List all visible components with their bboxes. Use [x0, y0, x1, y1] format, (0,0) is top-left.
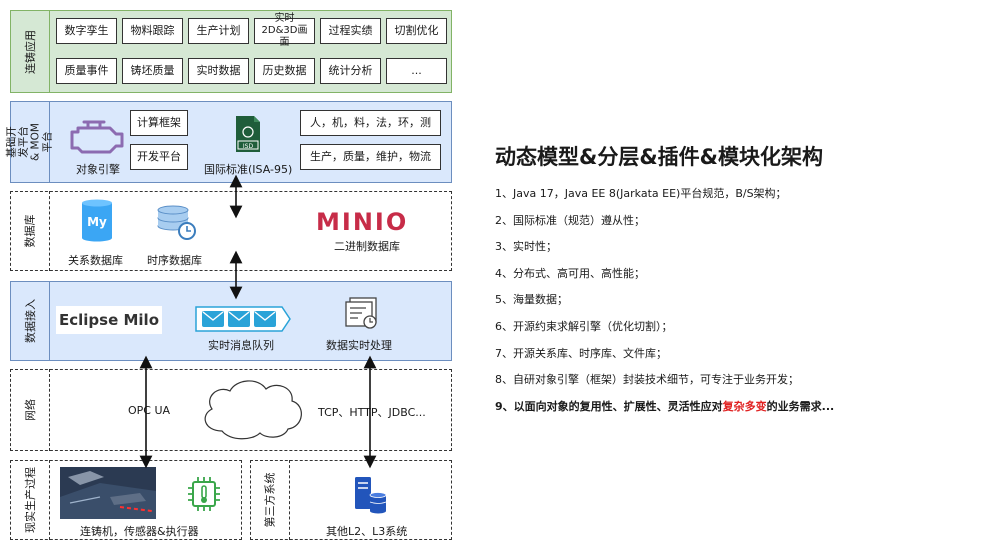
- network-layer-side: 网络: [10, 369, 50, 451]
- feature-item-5: 5、海量数据；: [495, 293, 568, 307]
- mysql-database-icon-text: My: [87, 215, 107, 229]
- production-layer-side: 现实生产过程: [10, 460, 50, 540]
- isa95-standard-label: 国际标准(ISA-95): [204, 163, 293, 176]
- app-module-more[interactable]: ...: [386, 58, 447, 84]
- feature-item-9-prefix: 9、以面向对象的复用性、扩展性、灵活性应对: [495, 399, 723, 413]
- feature-item-3: 3、实时性；: [495, 240, 557, 254]
- iso-document-icon: ISD: [236, 116, 260, 152]
- other-systems-label: 其他L2、L3系统: [326, 525, 408, 538]
- app-module-material-tracking[interactable]: 物料跟踪: [122, 18, 183, 44]
- database-layer-side: 数据库: [10, 191, 50, 271]
- app-module-statistics[interactable]: 统计分析: [320, 58, 381, 84]
- feature-item-1: 1、Java 17，Java EE 8(Jarkata EE)平台规范，B/S架…: [495, 187, 787, 200]
- message-queue-label: 实时消息队列: [208, 339, 274, 352]
- object-engine-label: 对象引擎: [76, 163, 120, 176]
- mysql-database-icon: My: [82, 199, 112, 242]
- feature-item-9: 9、以面向对象的复用性、扩展性、灵活性应对复杂多变的业务需求...: [495, 400, 834, 427]
- realtime-processing-icon: [345, 297, 377, 329]
- engine-icon: [70, 120, 124, 154]
- app-module-cutting-optimization[interactable]: 切割优化: [386, 18, 447, 44]
- third-party-layer: [250, 460, 452, 540]
- production-layer: [10, 460, 242, 540]
- app-module-realtime-2d3d[interactable]: 实时2D&3D画面: [254, 13, 315, 48]
- feature-list: 1、Java 17，Java EE 8(Jarkata EE)平台规范，B/S架…: [495, 187, 834, 426]
- timeseries-db-label: 时序数据库: [147, 254, 202, 267]
- feature-item-8: 8、自研对象引擎（框架）封装技术细节，可专注于业务开发；: [495, 373, 799, 387]
- application-layer-side: 连铸应用: [10, 10, 50, 93]
- devices-label: 连铸机，传感器&执行器: [80, 525, 199, 538]
- sensor-chip-icon: [188, 477, 220, 511]
- iso-document-icon-text: ISD: [243, 143, 254, 150]
- app-module-digital-twin[interactable]: 数字孪生: [56, 18, 117, 44]
- feature-item-9-suffix: 的业务需求...: [766, 399, 835, 413]
- compute-framework-button[interactable]: 计算框架: [130, 110, 188, 136]
- app-module-slab-quality[interactable]: 铸坯质量: [122, 58, 183, 84]
- relational-db-label: 关系数据库: [68, 254, 123, 267]
- dev-platform-button[interactable]: 开发平台: [130, 144, 188, 170]
- mom-elements-row1[interactable]: 人，机，料，法，环，测: [300, 110, 441, 136]
- feature-item-9-highlight: 复杂多变: [722, 399, 767, 413]
- message-queue-icon: [195, 306, 291, 332]
- network-layer: [10, 369, 452, 451]
- third-party-side: 第三方系统: [250, 460, 290, 540]
- app-module-quality-event[interactable]: 质量事件: [56, 58, 117, 84]
- app-module-history-data[interactable]: 历史数据: [254, 58, 315, 84]
- app-module-realtime-data[interactable]: 实时数据: [188, 58, 249, 84]
- mom-elements-row2[interactable]: 生产，质量，维护，物流: [300, 144, 441, 170]
- minio-logo: MINIO: [316, 208, 409, 236]
- app-module-process-performance[interactable]: 过程实绩: [320, 18, 381, 44]
- cloud-icon: [204, 380, 302, 440]
- feature-item-4: 4、分布式、高可用、高性能；: [495, 266, 645, 280]
- feature-item-6: 6、开源约束求解引擎（优化切割）；: [495, 319, 673, 333]
- feature-item-7: 7、开源关系库、时序库、文件库；: [495, 346, 667, 360]
- server-database-icon: [355, 477, 387, 514]
- connector-arrows: [139, 174, 377, 469]
- feature-item-2: 2、国际标准（规范）遵从性；: [495, 213, 645, 227]
- timeseries-database-icon: [157, 205, 196, 240]
- binary-db-label: 二进制数据库: [334, 240, 400, 253]
- architecture-title: 动态模型&分层&插件&模块化架构: [495, 145, 823, 169]
- caster-photo: [60, 467, 156, 519]
- app-module-production-plan[interactable]: 生产计划: [188, 18, 249, 44]
- platform-layer-side: 基础开发平台 & MOM平台: [6, 101, 54, 183]
- realtime-processing-label: 数据实时处理: [326, 339, 392, 352]
- eclipse-milo-logo: Eclipse Milo: [56, 306, 162, 334]
- data-access-layer-side: 数据接入: [10, 281, 50, 361]
